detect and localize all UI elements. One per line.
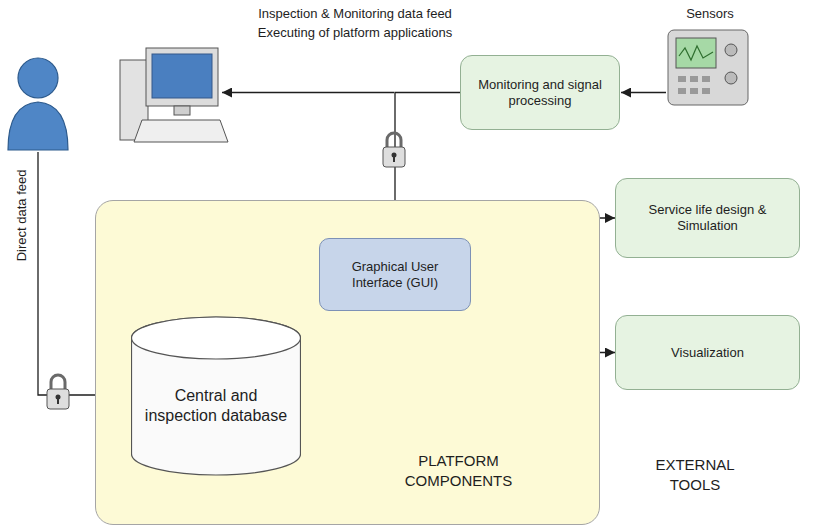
tool-box: Service life design & Simulation: [615, 178, 800, 258]
data-feed-wire: [222, 92, 394, 93]
region-title: PLATFORM COMPONENTS: [396, 451, 521, 492]
sensor-button: [702, 88, 710, 94]
lock-icon: [383, 133, 405, 167]
computer-keyboard: [134, 120, 228, 142]
computer-icon: [120, 48, 228, 142]
sensor-button: [690, 88, 698, 94]
node-text: Service life design & Simulation: [626, 202, 789, 233]
sensor-knob: [725, 72, 737, 84]
node-text: Monitoring and signal processing: [471, 77, 609, 108]
sensor-button: [678, 88, 686, 94]
sensor-button: [702, 76, 710, 82]
person-icon: [8, 58, 68, 150]
sensor-wave: [679, 46, 713, 60]
sensor-casing: [668, 30, 748, 105]
sensor-knob: [725, 44, 737, 56]
feed-label: Direct data feed: [14, 155, 31, 275]
group-label: EXTERNAL TOOLS: [640, 455, 750, 494]
sensor-button: [678, 76, 686, 82]
node-text: Central and inspection database: [143, 386, 289, 426]
database-cylinder: Central and inspection database: [131, 316, 301, 476]
lock-icon: [47, 375, 69, 409]
sensor-wire: [621, 92, 666, 93]
sensor-screen: [676, 38, 716, 68]
process-box: Monitoring and signal processing: [460, 55, 620, 130]
computer-monitor: [146, 48, 218, 106]
sensor-icon: [668, 30, 748, 105]
feed-note: Executing of platform applications: [200, 25, 510, 42]
feed-note: Inspection & Monitoring data feed: [200, 6, 510, 23]
sensor-button: [690, 76, 698, 82]
node-text: Visualization: [671, 345, 744, 361]
platform-region: PLATFORM COMPONENTS Graphical User Interf…: [95, 200, 600, 525]
gui-box: Graphical User Interface (GUI): [319, 238, 471, 311]
node-text: Graphical User Interface (GUI): [330, 259, 460, 290]
person-body: [8, 102, 68, 150]
person-head: [18, 58, 58, 98]
sensor-label: Sensors: [660, 6, 760, 23]
computer-screen: [152, 54, 212, 98]
tool-box: Visualization: [615, 315, 800, 390]
computer-stand: [174, 106, 190, 115]
